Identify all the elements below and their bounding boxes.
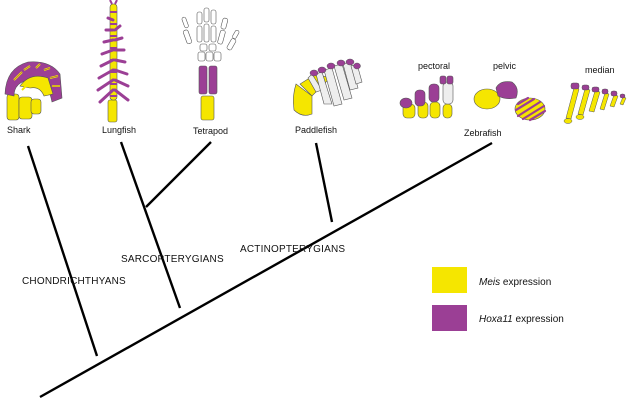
legend: Meis expression Hoxa11 expression: [432, 267, 564, 331]
lungfish-fin-illustration: [96, 0, 130, 123]
paddlefish-branch: [314, 142, 334, 223]
shark-branch: [26, 145, 99, 357]
legend-swatch-meis: [432, 267, 467, 293]
tetrapod-limb-illustration: [181, 7, 240, 121]
taxon-label-zebrafish: Zebrafish: [464, 128, 502, 138]
fin-label-pectoral: pectoral: [418, 61, 450, 71]
fin-label-pelvic: pelvic: [493, 61, 517, 71]
group-label-sarcopterygians: SARCOPTERYGIANS: [121, 254, 224, 265]
taxon-label-shark: Shark: [7, 125, 31, 135]
zebrafish-pelvic-fin-illustration: [473, 81, 547, 122]
group-label-actinopterygians: ACTINOPTERYGIANS: [240, 244, 345, 255]
legend-label-hoxa11: Hoxa11 expression: [479, 314, 564, 325]
legend-swatch-hoxa11: [432, 305, 467, 331]
taxon-label-tetrapod: Tetrapod: [193, 126, 228, 136]
paddlefish-fin-illustration: [293, 58, 363, 116]
zebrafish-median-fin-illustration: [563, 82, 627, 124]
legend-label-meis: Meis expression: [479, 277, 551, 288]
taxon-label-paddlefish: Paddlefish: [295, 125, 337, 135]
main-trunk: [39, 141, 493, 399]
zebrafish-pectoral-fin-illustration: [399, 75, 454, 119]
fin-label-median: median: [585, 65, 615, 75]
shark-fin-illustration: [4, 61, 63, 121]
taxon-label-lungfish: Lungfish: [102, 125, 136, 135]
tetrapod-branch: [145, 141, 212, 208]
group-label-chondrichthyans: CHONDRICHTHYANS: [22, 276, 126, 287]
sarcopterygian-branch: [119, 141, 182, 309]
tree-branches: [26, 141, 493, 399]
